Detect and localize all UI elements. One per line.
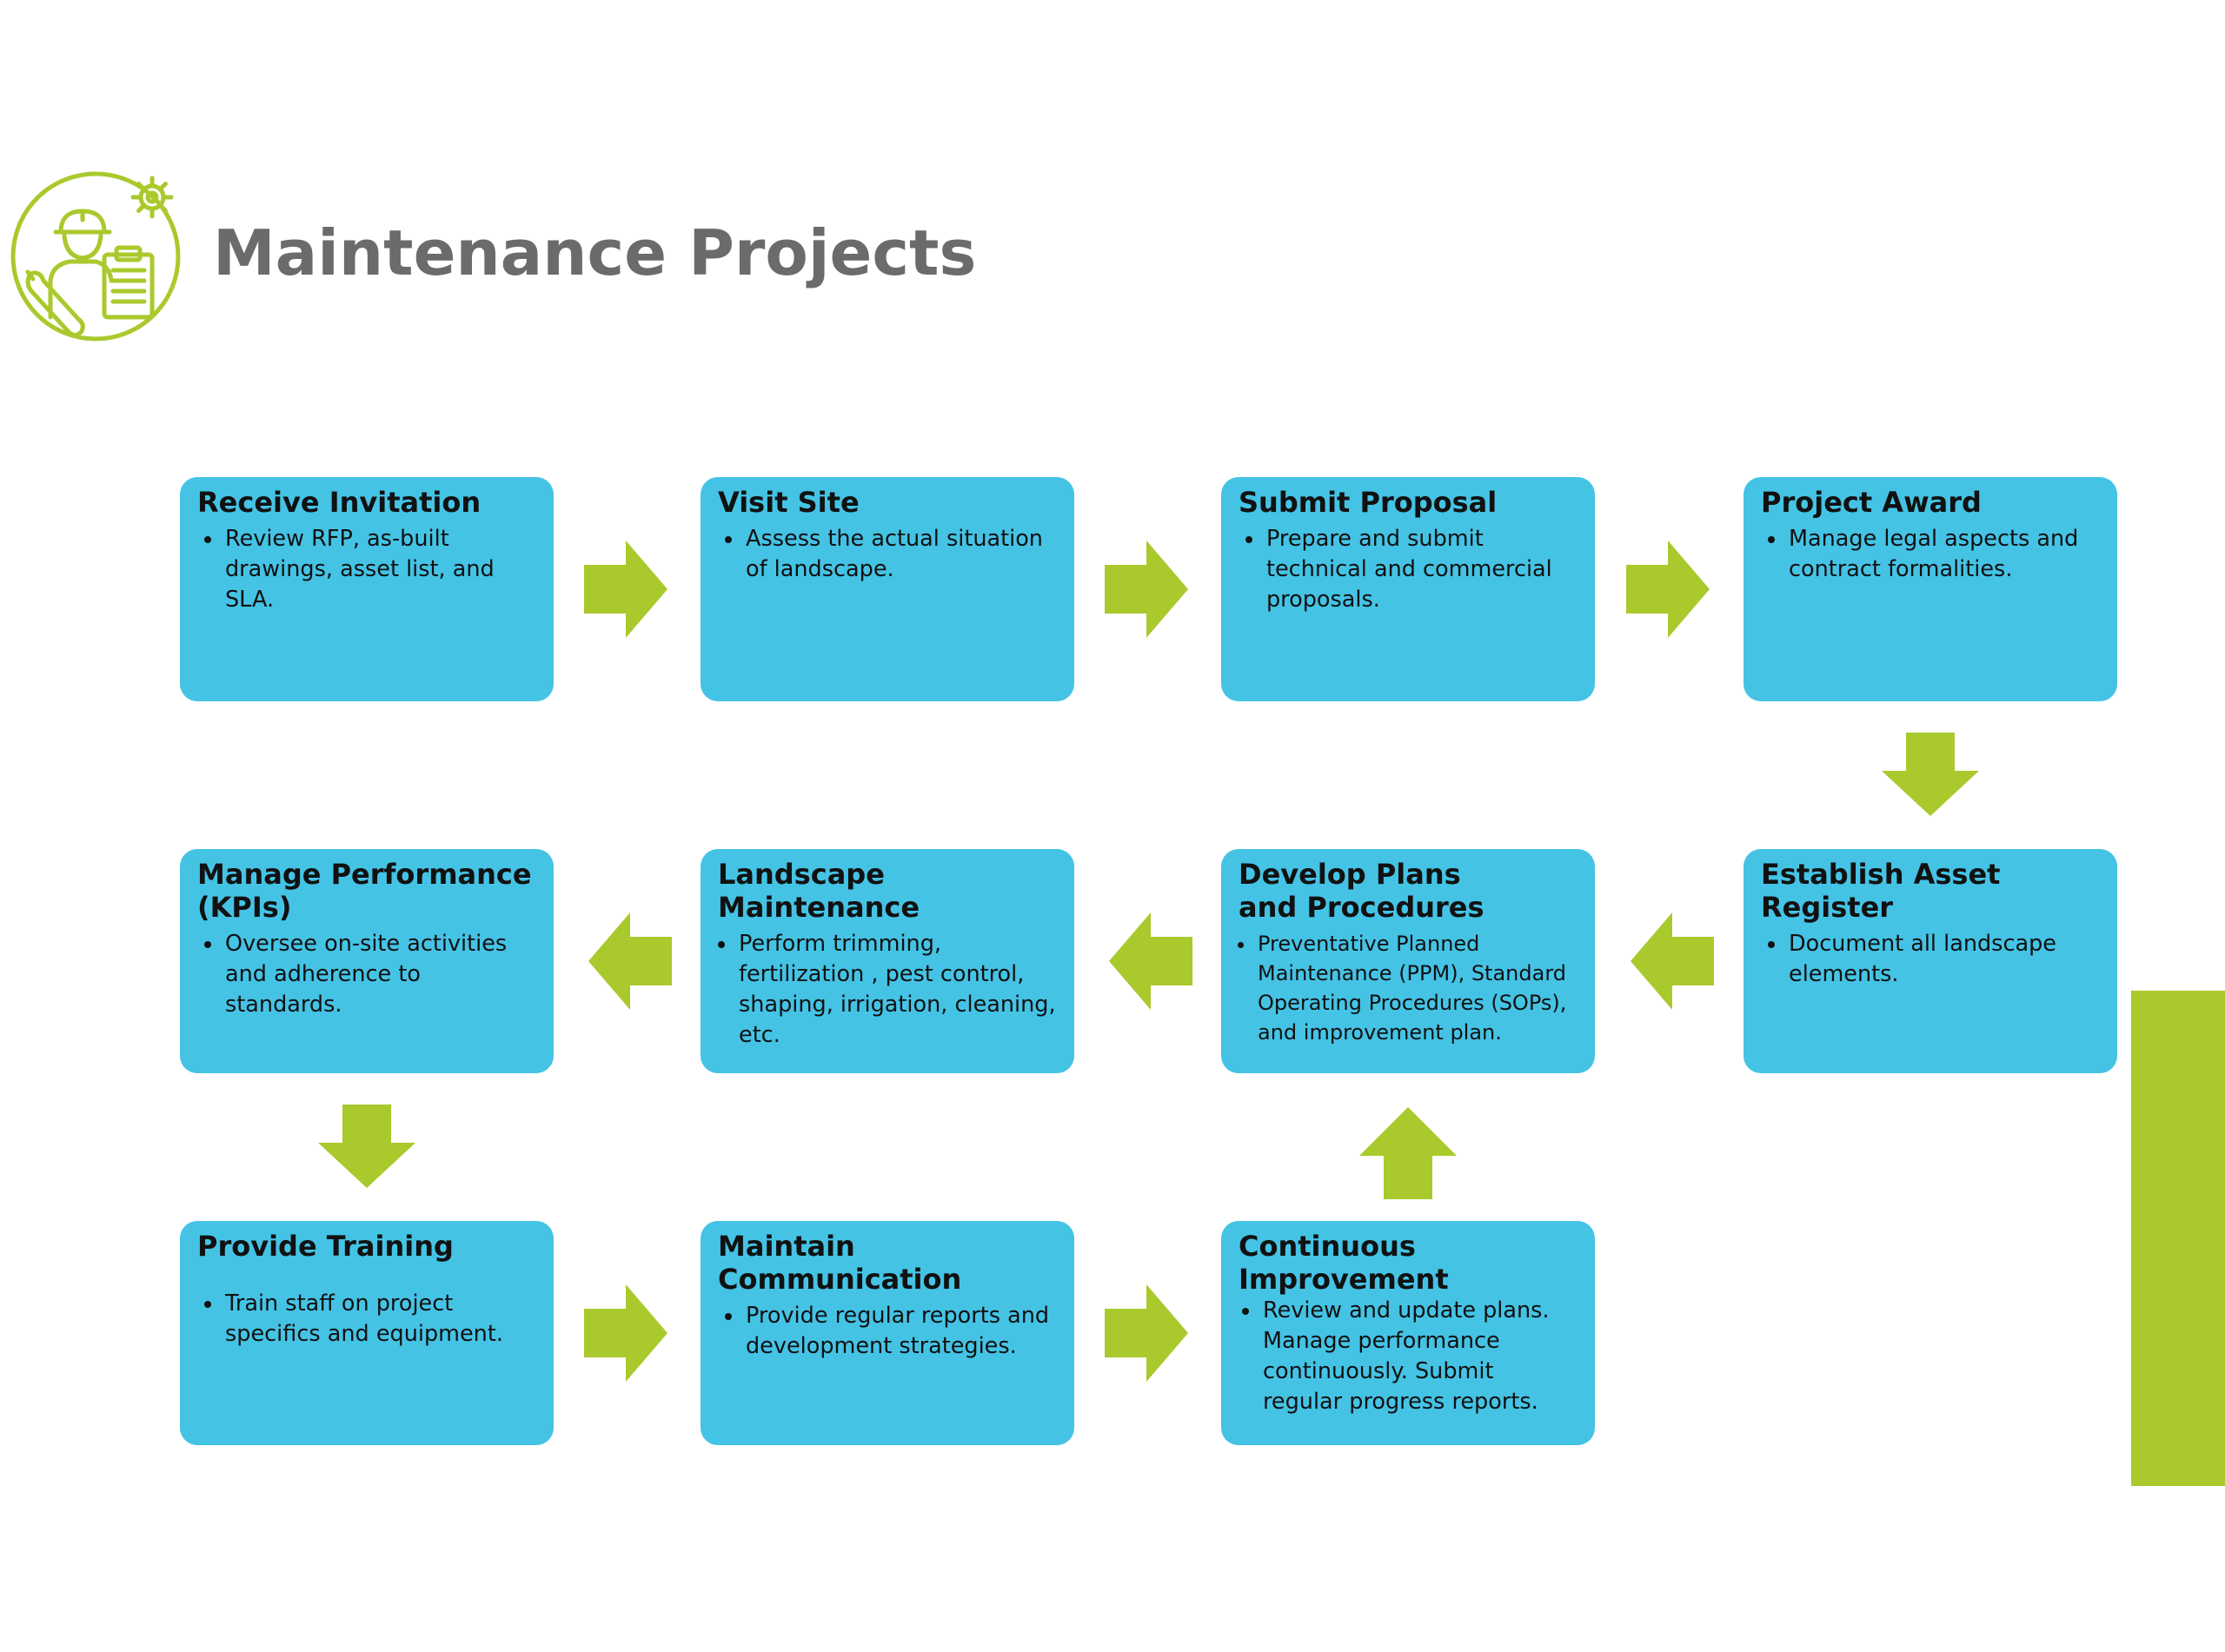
arrow-left-icon (588, 912, 672, 1010)
step-bullet: Review and update plans. Manage performa… (1261, 1296, 1579, 1417)
step-box-visit-site: Visit Site Assess the actual situation o… (701, 477, 1074, 701)
arrow-down-icon (318, 1105, 415, 1188)
arrow-right-icon (584, 541, 668, 638)
step-title: Project Award (1761, 486, 1982, 519)
step-box-manage-performance: Manage Performance (KPIs) Oversee on-sit… (180, 849, 554, 1073)
step-title: Provide Training (197, 1230, 454, 1263)
step-title: Receive Invitation (197, 486, 482, 519)
step-box-provide-training: Provide Training Train staff on project … (180, 1221, 554, 1445)
step-title: Visit Site (718, 486, 860, 519)
step-box-continuous-improvement: Continuous Improvement Review and update… (1221, 1221, 1595, 1445)
step-box-submit-proposal: Submit Proposal Prepare and submit techn… (1221, 477, 1595, 701)
step-bullet: Preventative Planned Maintenance (PPM), … (1256, 929, 1588, 1047)
step-bullet: Oversee on-site activities and adherence… (223, 929, 538, 1020)
maintenance-worker-icon (9, 169, 183, 343)
step-bullet: Train staff on project specifics and equ… (223, 1289, 538, 1350)
step-title: Maintain Communication (718, 1230, 962, 1296)
step-title: Continuous Improvement (1239, 1230, 1449, 1296)
step-box-landscape-maintenance: Landscape Maintenance Perform trimming, … (701, 849, 1074, 1073)
step-bullet: Assess the actual situation of landscape… (744, 524, 1059, 585)
step-bullet: Document all landscape elements. (1787, 929, 2102, 990)
step-box-develop-plans: Develop Plans and Procedures Preventativ… (1221, 849, 1595, 1073)
step-box-receive-invitation: Receive Invitation Review RFP, as-built … (180, 477, 554, 701)
arrow-right-icon (1105, 1284, 1188, 1382)
step-box-project-award: Project Award Manage legal aspects and c… (1743, 477, 2117, 701)
arrow-down-icon (1882, 733, 1979, 816)
arrow-left-icon (1109, 912, 1192, 1010)
arrow-right-icon (1105, 541, 1188, 638)
accent-side-bar (2131, 991, 2225, 1486)
step-bullet: Review RFP, as-built drawings, asset lis… (223, 524, 538, 615)
arrow-up-icon (1359, 1107, 1457, 1199)
arrow-left-icon (1631, 912, 1714, 1010)
step-bullet: Manage legal aspects and contract formal… (1787, 524, 2102, 585)
step-bullet: Provide regular reports and development … (744, 1301, 1059, 1362)
step-bullet: Perform trimming, fertilization , pest c… (737, 929, 1066, 1051)
page-title: Maintenance Projects (213, 216, 977, 289)
step-title: Submit Proposal (1239, 486, 1498, 519)
step-bullet: Prepare and submit technical and commerc… (1265, 524, 1579, 615)
step-box-establish-asset-register: Establish Asset Register Document all la… (1743, 849, 2117, 1073)
step-title: Develop Plans and Procedures (1239, 858, 1484, 924)
step-title: Manage Performance (KPIs) (197, 858, 532, 924)
step-title: Landscape Maintenance (718, 858, 920, 924)
arrow-right-icon (1626, 541, 1710, 638)
arrow-right-icon (584, 1284, 668, 1382)
step-box-maintain-communication: Maintain Communication Provide regular r… (701, 1221, 1074, 1445)
step-title: Establish Asset Register (1761, 858, 2001, 924)
